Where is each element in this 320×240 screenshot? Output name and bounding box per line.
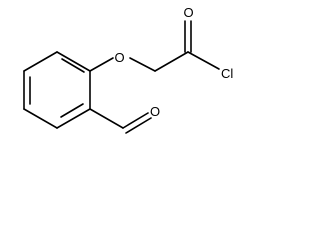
carbonyl-oxygen-label: O: [184, 5, 194, 20]
chlorine-label: Cl: [221, 66, 233, 81]
ring-bond: [56, 108, 91, 129]
molecule-structure: O O Cl O: [23, 5, 233, 134]
ring-bond: [23, 51, 58, 72]
benzene-ring: [23, 51, 91, 129]
aldehyde-double-bond: [125, 117, 152, 134]
aldehyde-oxygen-label: O: [150, 104, 160, 119]
bond-carbonyl-chlorine: [187, 51, 220, 70]
bond-ring-ether-oxygen: [89, 57, 114, 72]
ring-bond: [23, 108, 58, 129]
ring-double-bond-inner: [60, 103, 84, 118]
aldehyde-double-bond: [122, 112, 149, 129]
bond-ring-aldehyde-carbon: [89, 108, 124, 129]
bond-methylene-carbonyl: [154, 51, 189, 72]
bond-ether-oxygen-methylene: [129, 57, 156, 72]
ring-bond: [56, 51, 91, 72]
ring-double-bond-inner: [61, 58, 85, 73]
ether-oxygen-label: O: [115, 50, 125, 65]
